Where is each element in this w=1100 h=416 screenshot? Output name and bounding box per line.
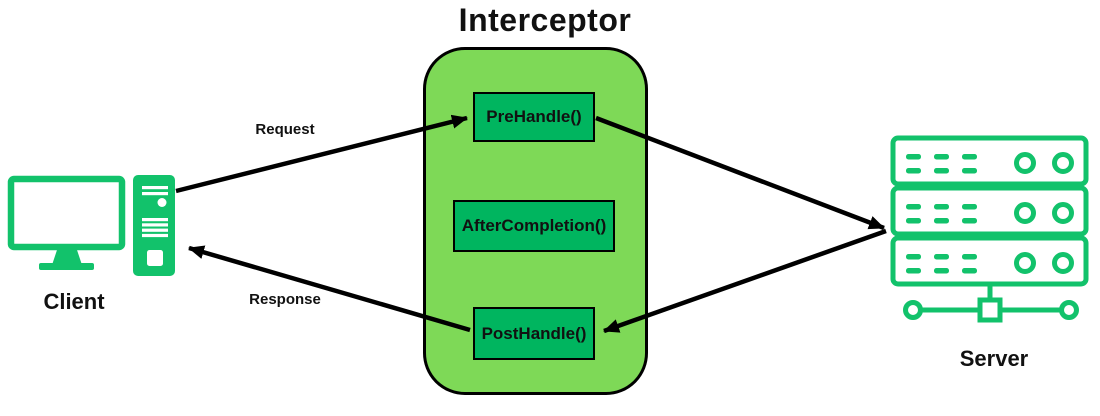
page-title: Interceptor <box>458 2 632 38</box>
tower-power-dot <box>157 198 167 207</box>
rack-unit-details <box>906 152 1074 274</box>
posthandle-box: PostHandle() <box>473 307 595 360</box>
client-label: Client <box>43 289 105 314</box>
tower-drive-slot <box>147 250 163 266</box>
client-computer-icon <box>7 175 175 276</box>
tower-vent-line <box>142 186 168 190</box>
tower-vent-line <box>142 223 168 227</box>
aftercompletion-box: AfterCompletion() <box>453 200 615 252</box>
request-label: Request <box>255 121 315 138</box>
tower-vent-line <box>142 192 168 196</box>
tower-vent-line <box>142 218 168 222</box>
tower-vent-line <box>142 228 168 232</box>
response-label: Response <box>249 291 321 308</box>
rack-unit <box>890 135 1089 187</box>
rack-unit <box>890 185 1089 237</box>
tower-vent-line <box>142 233 168 238</box>
aftercompletion-label: AfterCompletion() <box>461 216 607 235</box>
posthandle-label: PostHandle() <box>481 323 587 343</box>
monitor-base <box>39 263 94 270</box>
prehandle-label: PreHandle() <box>486 107 582 126</box>
monitor-stand <box>52 250 82 265</box>
monitor-frame <box>7 175 126 251</box>
prehandle-box: PreHandle() <box>473 92 595 142</box>
server-rack-icon <box>890 135 1089 323</box>
server-label: Server <box>959 346 1029 371</box>
network-link <box>903 284 1079 323</box>
